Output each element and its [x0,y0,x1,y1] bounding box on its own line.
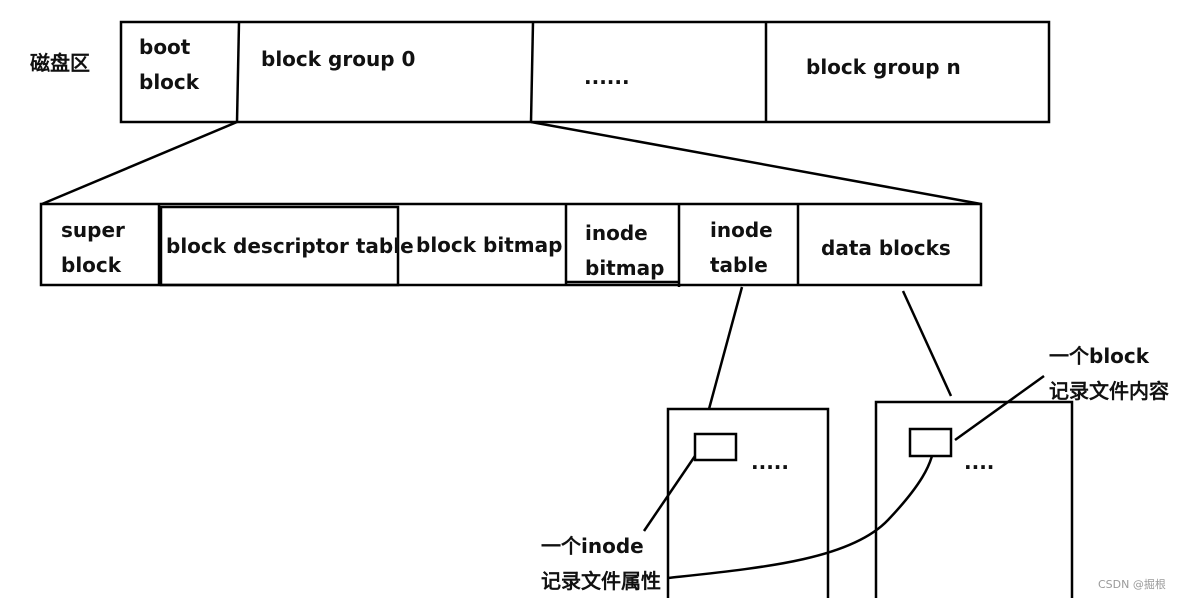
block-annotation-line2: 记录文件内容 [1049,379,1169,403]
file-attr-to-block-curve [667,455,934,580]
inode-table-label-line2: table [710,253,768,277]
block-descriptor-table-box [159,205,400,287]
boot-block-label-line2: block [139,70,200,94]
super-block-label-line1: super [61,218,125,242]
block-group-0-label: block group 0 [261,47,416,71]
inode-table-detail-box [666,407,830,598]
partition-row-box [119,20,1051,124]
block-annotation-line [954,374,1045,442]
data-blocks-detail-box [874,400,1074,598]
inode-bitmap-label-line2: bitmap [585,256,665,280]
inode-table-connector [707,286,744,410]
divider-group0-ellipsis [529,21,535,123]
boot-block-label-line1: boot [139,35,191,59]
super-block-label-line2: block [61,253,122,277]
disk-label: 磁盘区 [30,51,90,75]
block-descriptor-table-label: block descriptor table [166,234,414,258]
inode-table-label-line1: inode [710,218,773,242]
data-blocks-connector [901,290,953,397]
data-blocks-detail-ellipsis: .... [964,450,995,474]
inode-annotation-line [642,455,697,532]
inode-bitmap-label-line1: inode [585,221,648,245]
divider-boot-group0 [235,21,241,123]
inode-annotation-line1: 一个inode [541,534,644,558]
watermark: CSDN @掘根 [1098,578,1166,591]
data-blocks-label: data blocks [821,236,951,260]
block-annotation-line1: 一个block [1049,344,1150,368]
partition-ellipsis: ...... [584,65,630,89]
zoom-line-right [530,120,982,206]
block-group-row-box [39,202,983,287]
inode-annotation-line2: 记录文件属性 [541,569,661,593]
zoom-line-left [41,120,238,206]
inode-table-detail-ellipsis: ..... [751,450,789,474]
data-block-entry-box [908,427,953,458]
block-bitmap-label: block bitmap [416,233,563,257]
block-group-n-label: block group n [806,55,961,79]
inode-entry-box [693,432,738,462]
